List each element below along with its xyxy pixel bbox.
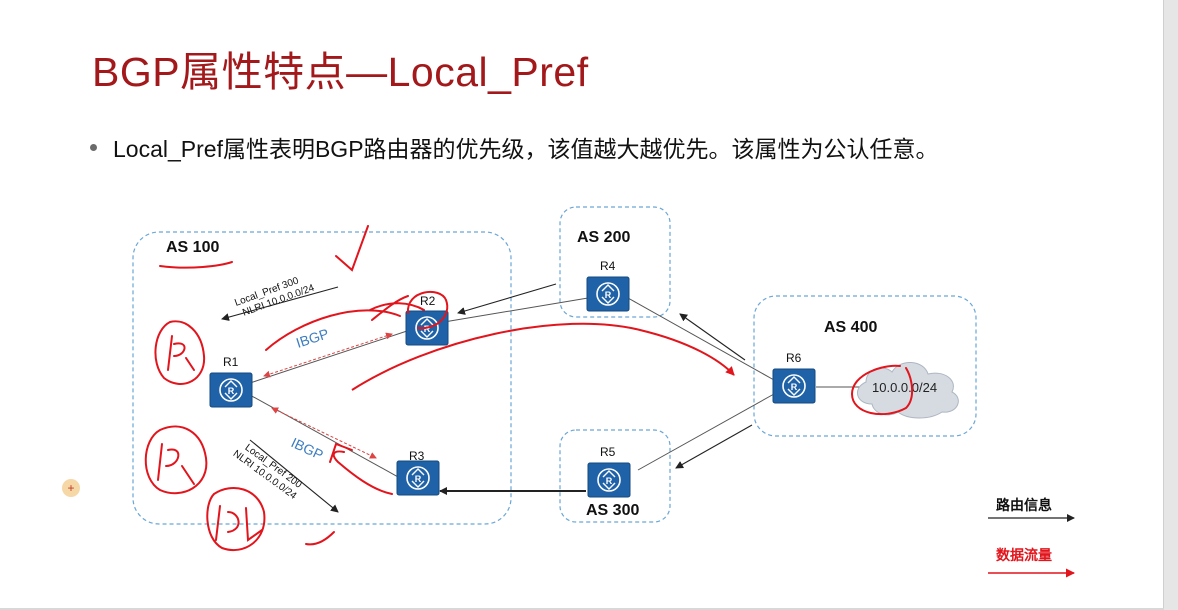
- as100-label: AS 100: [166, 239, 219, 256]
- circle-note-1: [154, 320, 206, 385]
- network-cloud-icon: [857, 362, 959, 419]
- router-r6-icon: [772, 368, 816, 404]
- router-r6-label: R6: [786, 351, 802, 365]
- router-r2-label: R2: [420, 294, 436, 308]
- data-flow-curve: [351, 322, 735, 391]
- ibgp-session-r1-r3: [271, 407, 377, 459]
- circle-note-3: [206, 487, 266, 551]
- as100-boundary: [132, 231, 512, 525]
- vertical-scrollbar[interactable]: [1163, 0, 1178, 610]
- as200-boundary: [559, 206, 671, 318]
- update-message-top: Local_Pref 300 NLRI 10.0.0.0/24: [233, 275, 316, 318]
- as400-boundary: [753, 295, 977, 437]
- as300-boundary: [559, 429, 671, 523]
- as300-label: AS 300: [586, 502, 639, 519]
- circle-r2: [406, 291, 449, 330]
- bullet-dot-icon: [90, 144, 97, 152]
- network-label: 10.0.0.0/24: [872, 380, 937, 395]
- router-r3-label: R3: [409, 449, 425, 463]
- router-r1-icon: [209, 372, 253, 408]
- router-r1-label: R1: [223, 355, 239, 369]
- legend: 路由信息 数据流量: [988, 497, 1075, 578]
- router-r4-label: R4: [600, 259, 616, 273]
- router-r4-icon: [586, 276, 630, 312]
- bottom-divider: [0, 608, 1164, 610]
- bullet-item: Local_Pref属性表明BGP路由器的优先级，该值越大越优先。该属性为公认任…: [90, 130, 939, 164]
- tick-stroke: [305, 531, 335, 546]
- as400-label: AS 400: [824, 319, 877, 336]
- ibgp-session-r1-r2: [263, 332, 393, 378]
- router-r5-label: R5: [600, 445, 616, 459]
- router-r3-icon: [396, 460, 440, 496]
- ibgp-label-top: IBGP: [294, 325, 331, 351]
- checkmark-stroke: [335, 225, 369, 272]
- curve-r3-to-r1: [332, 450, 393, 495]
- legend-routing-info-label: 路由信息: [996, 497, 1052, 513]
- underline-as100: [159, 261, 233, 269]
- note-1-glyph: [167, 335, 195, 371]
- ibgp-label-bottom: IBGP: [289, 434, 326, 463]
- as200-label: AS 200: [577, 229, 630, 246]
- routing-info-arrows: [221, 283, 753, 513]
- arrowhead-stroke: [329, 442, 353, 463]
- router-r5-icon: [587, 462, 631, 498]
- pen-cursor-icon: +: [62, 479, 80, 497]
- scribble-near-r2: [369, 295, 425, 321]
- circle-network: [850, 364, 913, 416]
- handwritten-annotations: [144, 225, 913, 551]
- note-2-glyph: [157, 443, 195, 485]
- note-3-glyph: [215, 505, 263, 542]
- legend-data-flow-label: 数据流量: [996, 547, 1052, 563]
- circle-note-2: [144, 425, 208, 495]
- slide-title: BGP属性特点—Local_Pref: [92, 49, 589, 95]
- bullet-text: Local_Pref属性表明BGP路由器的优先级，该值越大越优先。该属性为公认任…: [113, 136, 939, 162]
- arc-r1-to-r2: [265, 309, 401, 351]
